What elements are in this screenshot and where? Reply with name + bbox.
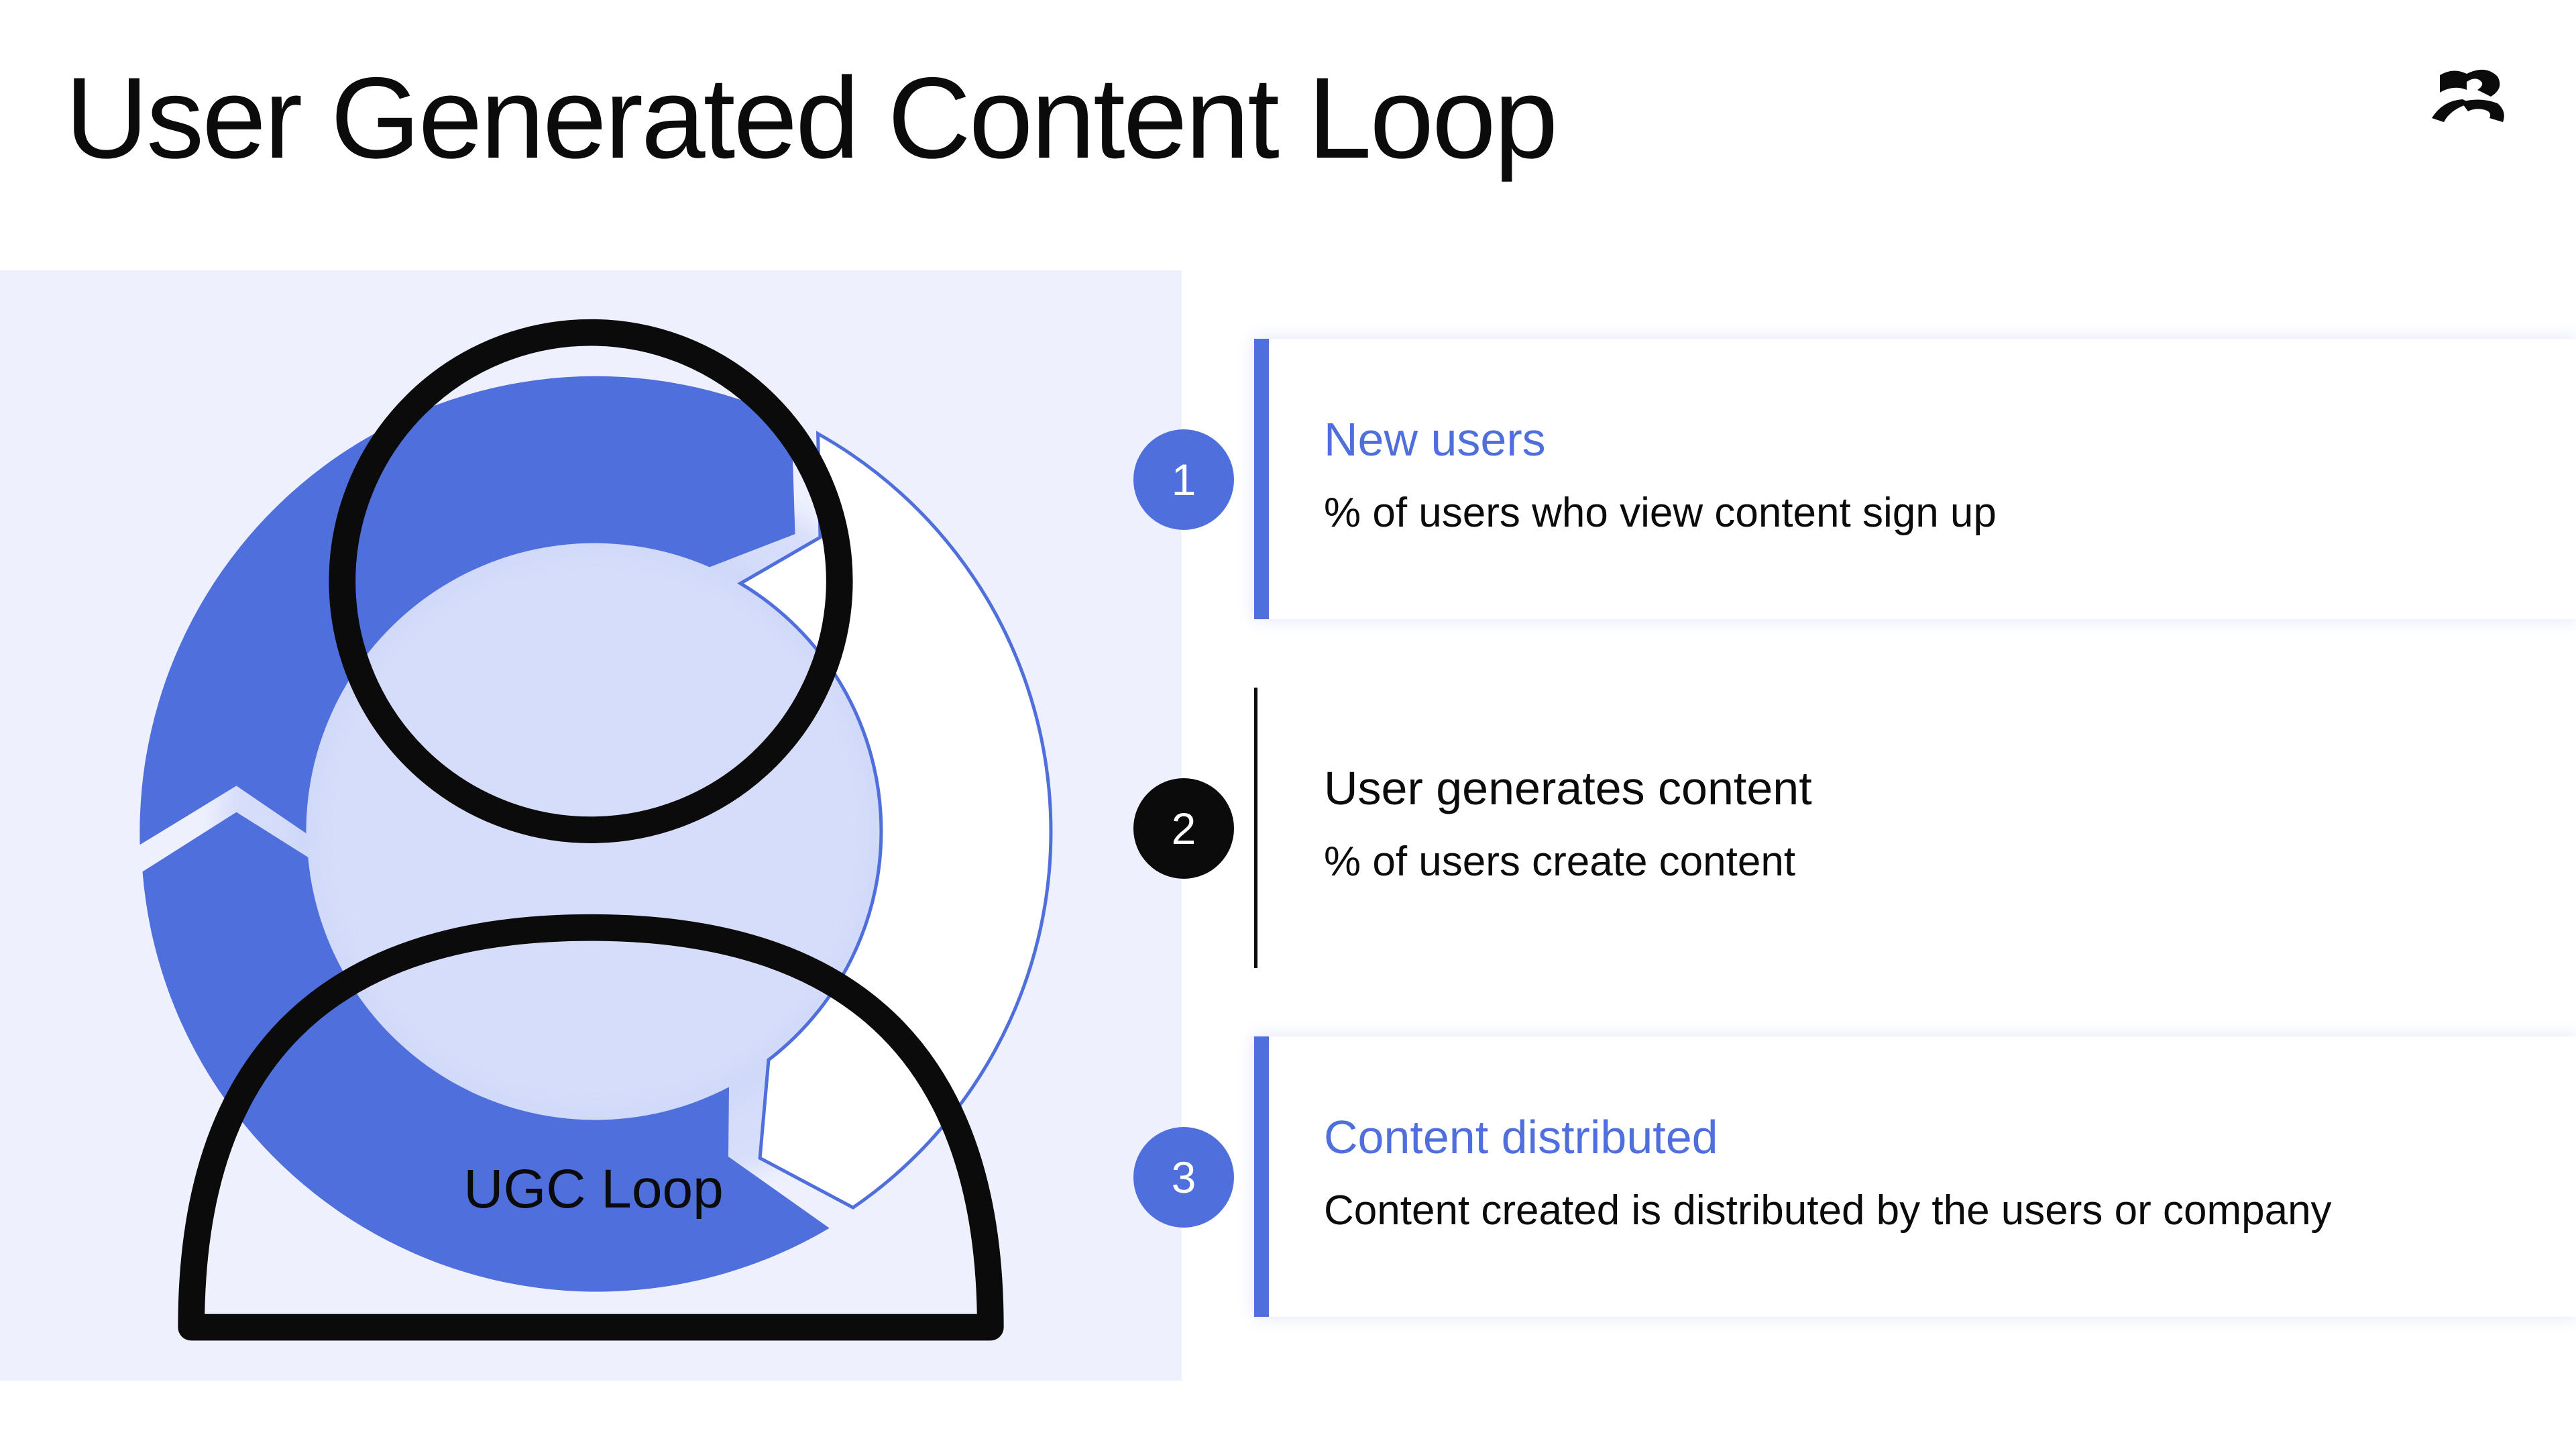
step-1-heading: New users bbox=[1324, 413, 1546, 466]
step-3-number-text: 3 bbox=[1171, 1152, 1196, 1202]
step-2-heading: User generates content bbox=[1324, 762, 1812, 814]
person-icon bbox=[178, 319, 1004, 1341]
brand-logo-icon bbox=[2432, 69, 2504, 122]
step-3-heading: Content distributed bbox=[1324, 1111, 1718, 1163]
step-1-card: New users % of users who view content si… bbox=[1254, 339, 2576, 619]
loop-segment-right bbox=[737, 431, 1053, 1210]
step-1-number-text: 1 bbox=[1171, 455, 1196, 504]
step-3-text: Content created is distributed by the us… bbox=[1324, 1187, 2332, 1234]
slide-title: User Generated Content Loop bbox=[65, 54, 1558, 182]
step-1-text: % of users who view content sign up bbox=[1324, 490, 1997, 536]
step-2-number: 2 bbox=[1133, 778, 1234, 879]
ugc-loop-ring bbox=[139, 376, 1053, 1292]
loop-segment-top bbox=[139, 376, 795, 845]
loop-center-label: UGC Loop bbox=[463, 1159, 724, 1220]
step-2-card: User generates content % of users create… bbox=[1254, 688, 2576, 968]
loop-segment-bottom bbox=[142, 812, 830, 1292]
step-2-text: % of users create content bbox=[1324, 839, 1796, 885]
step-2-number-text: 2 bbox=[1171, 804, 1196, 853]
step-3-card: Content distributed Content created is d… bbox=[1254, 1036, 2576, 1317]
step-3-number: 3 bbox=[1133, 1127, 1234, 1228]
diagram-panel: UGC Loop bbox=[0, 270, 1182, 1381]
step-1-number: 1 bbox=[1133, 429, 1234, 530]
